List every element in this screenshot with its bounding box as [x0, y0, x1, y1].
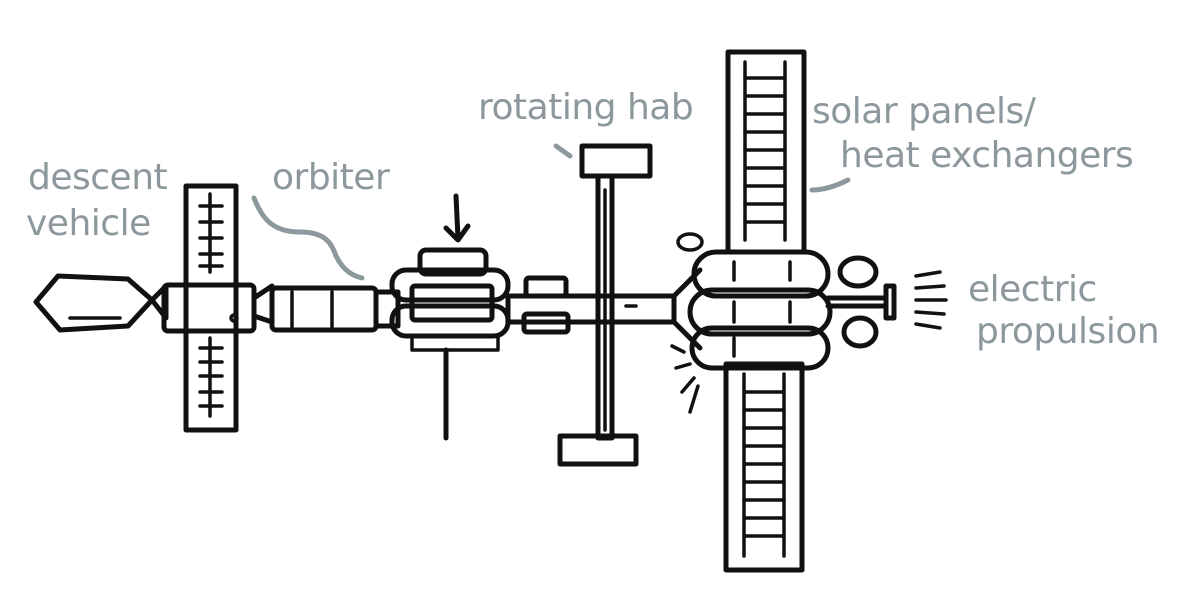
label-electric-propulsion-line2: propulsion — [976, 311, 1160, 352]
label-solar-panels-line2: heat exchangers — [840, 135, 1134, 176]
rotating-hab-arm — [557, 143, 653, 467]
solar-panel-leader-line — [809, 177, 851, 193]
large-solar-panel — [723, 49, 807, 573]
orbiter-solar-panel — [183, 183, 239, 433]
label-solar-panels-line1: solar panels/ — [812, 91, 1036, 132]
label-rotating-hab: rotating hab — [478, 87, 694, 128]
truss — [505, 275, 677, 335]
central-hub — [389, 193, 511, 441]
label-descent-vehicle-line2: vehicle — [26, 203, 151, 244]
label-orbiter: orbiter — [272, 157, 390, 198]
rotating-hab-leader-line — [553, 143, 573, 159]
descent-vehicle-capsule — [33, 273, 169, 333]
label-descent-vehicle-line1: descent — [28, 157, 168, 198]
propellant-tanks — [670, 232, 833, 414]
label-electric-propulsion-line1: electric — [968, 269, 1097, 310]
orbiter-body — [161, 282, 401, 334]
orbiter-leader-line — [251, 195, 365, 281]
electric-thrusters — [825, 255, 948, 349]
